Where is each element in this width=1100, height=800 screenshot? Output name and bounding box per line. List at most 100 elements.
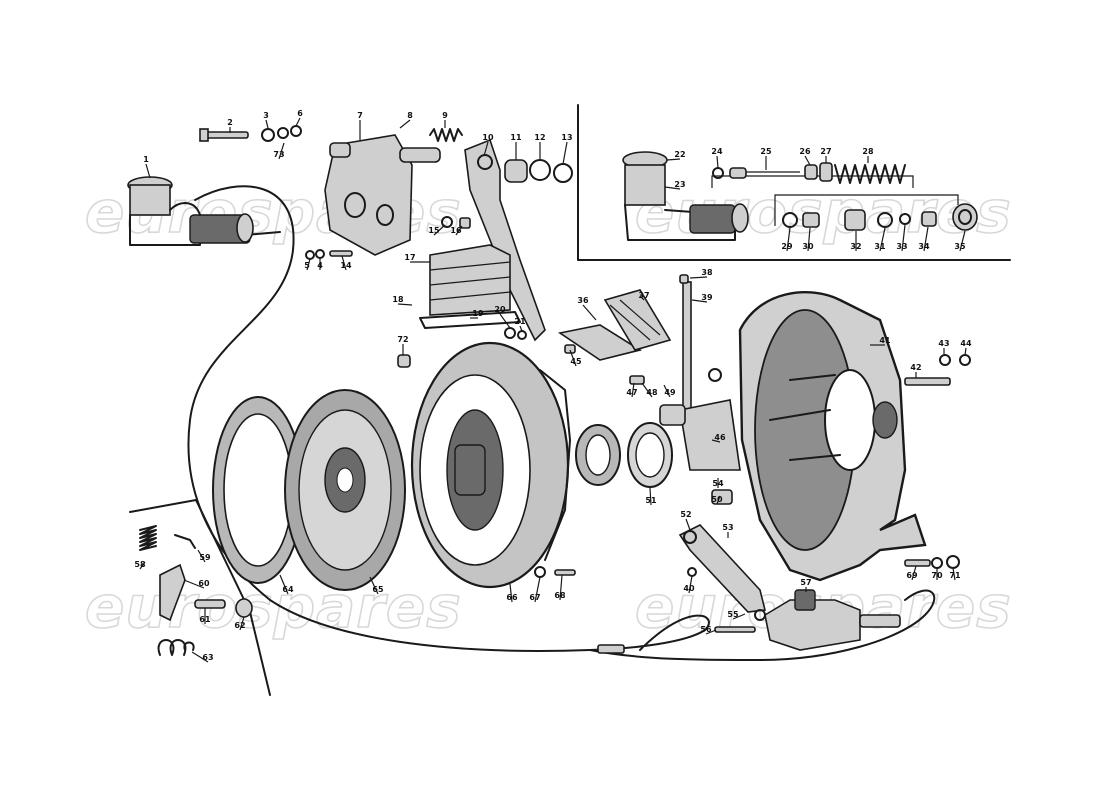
callout-number-41: 41 (879, 336, 891, 345)
hydraulic-hose (187, 185, 936, 661)
leader-line-45 (569, 349, 577, 367)
callout-number-36: 36 (577, 296, 589, 305)
leader-line-62 (239, 616, 245, 631)
leader-line-37 (639, 295, 645, 301)
master-cylinder-left (127, 176, 281, 246)
leader-line-14 (341, 255, 347, 271)
leader-line-26 (804, 155, 811, 166)
pedal-bracket (324, 134, 441, 256)
callout-number-28: 28 (862, 147, 874, 156)
leader-line-49 (663, 384, 671, 398)
callout-number-55: 55 (727, 610, 739, 619)
callout-number-19: 19 (472, 309, 484, 318)
callout-number-58: 58 (134, 560, 146, 569)
pressure-plate (410, 341, 571, 589)
leader-line-35 (959, 230, 966, 252)
leader-line-47 (631, 382, 635, 398)
leader-line-29 (786, 227, 791, 252)
leader-line-69 (911, 565, 917, 581)
pedal-pads (557, 289, 672, 361)
callout-number-37: 37 (638, 291, 649, 300)
callout-number-10: 10 (482, 133, 494, 142)
pedal-lever (464, 138, 573, 342)
callout-number-44: 44 (960, 339, 972, 348)
callout-number-47: 47 (626, 388, 637, 397)
callout-number-61: 61 (199, 615, 211, 624)
leader-line-64 (279, 574, 289, 595)
leader-line-73 (278, 142, 285, 160)
callout-number-8: 8 (407, 111, 413, 120)
callout-number-11: 11 (510, 133, 522, 142)
leader-line-10 (483, 141, 489, 157)
leader-line-55 (732, 613, 746, 620)
callout-number-30: 30 (802, 242, 814, 251)
callout-number-48: 48 (646, 388, 658, 397)
callout-number-39: 39 (701, 293, 713, 302)
callout-number-23: 23 (674, 180, 685, 189)
leader-line-5 (306, 258, 311, 271)
callout-number-73: 73 (273, 150, 284, 159)
leader-line-67 (534, 576, 541, 603)
misc-small-parts (397, 216, 689, 578)
leader-line-71 (952, 567, 956, 581)
leader-line-33 (901, 224, 906, 252)
slave-cylinder (714, 589, 901, 651)
callout-number-9: 9 (442, 111, 448, 120)
callout-number-66: 66 (506, 593, 518, 602)
callout-number-7: 7 (357, 111, 363, 120)
callout-number-40: 40 (683, 584, 695, 593)
leader-line-56 (705, 629, 717, 635)
leader-line-31 (879, 227, 886, 252)
callout-number-25: 25 (760, 147, 772, 156)
leader-line-13 (562, 141, 568, 165)
callout-number-53: 53 (722, 523, 733, 532)
leader-line-58 (139, 561, 146, 570)
callout-number-62: 62 (234, 621, 245, 630)
leader-line-63 (191, 651, 209, 663)
callout-number-5: 5 (304, 261, 310, 270)
callout-number-1: 1 (143, 155, 149, 164)
leader-line-48 (641, 382, 653, 398)
leader-line-66 (509, 583, 513, 603)
callout-number-14: 14 (340, 261, 352, 270)
callout-number-54: 54 (712, 479, 724, 488)
callout-number-15: 15 (428, 226, 440, 235)
lower-left-frame (129, 499, 271, 696)
leader-line-68 (559, 574, 563, 601)
rubber-boot (419, 244, 521, 329)
return-spring-9 (429, 128, 463, 142)
callout-number-29: 29 (781, 242, 793, 251)
leader-line-40 (688, 575, 693, 594)
leader-line-23 (664, 186, 681, 190)
leader-line-6 (295, 117, 301, 127)
callout-number-6: 6 (297, 109, 303, 118)
leader-line-30 (807, 227, 811, 252)
callout-number-20: 20 (494, 305, 506, 314)
leader-line-65 (369, 576, 379, 595)
callout-number-57: 57 (800, 578, 811, 587)
leader-line-50 (716, 495, 721, 505)
release-fork (659, 281, 741, 505)
callout-number-26: 26 (799, 147, 811, 156)
callout-number-60: 60 (198, 579, 210, 588)
callout-number-49: 49 (664, 388, 676, 397)
leader-line-51 (649, 487, 652, 506)
leader-line-44 (964, 347, 967, 356)
lower-left-parts (139, 525, 253, 656)
callout-number-31: 31 (874, 242, 886, 251)
callout-number-59: 59 (199, 553, 211, 562)
callout-number-17: 17 (404, 253, 415, 262)
callout-number-32: 32 (850, 242, 861, 251)
bell-housing (738, 291, 971, 582)
callout-number-4: 4 (317, 261, 323, 270)
leader-line-34 (923, 226, 929, 252)
leader-line-15 (433, 224, 446, 236)
callout-number-42: 42 (910, 363, 921, 372)
leader-line-18 (397, 303, 413, 306)
watermark-text: eurospares (85, 573, 462, 641)
callout-number-16: 16 (450, 226, 462, 235)
leader-line-22 (666, 158, 681, 161)
leader-line-20 (499, 313, 511, 329)
